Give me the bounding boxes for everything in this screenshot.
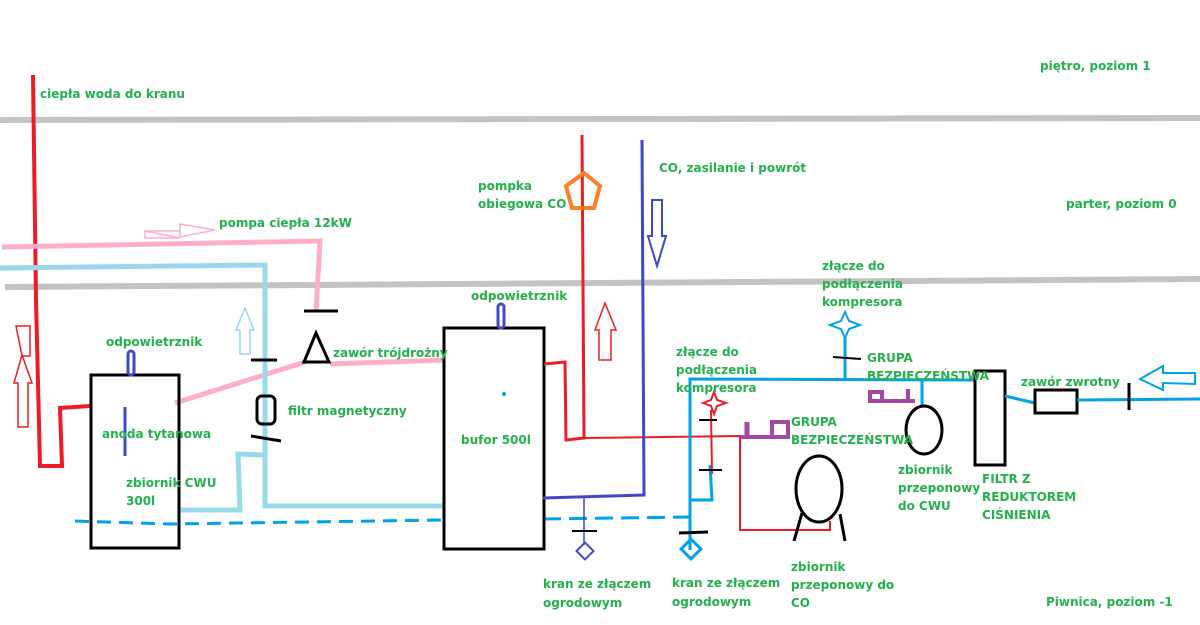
heat-pump-pipe-buffer [329,357,445,367]
label-filter-reducer-1: FILTR Z [982,472,1031,486]
hot-water-arrow [15,325,31,357]
floor-line-upper [0,115,1200,123]
expansion-co-leg-right [838,513,847,542]
label-filter-reducer-3: CIŚNIENIA [982,507,1051,522]
hot-water-up-arrow [13,352,34,428]
label-safety-mid-2: BEZPIECZEŃSTWA [791,432,914,447]
cold-branch-pipe-2 [690,464,714,502]
label-cwu-tank-1: zbiornik CWU [126,476,216,490]
floor-line-ground [4,276,1200,290]
label-filter-reducer-2: REDUKTOREM [982,490,1076,504]
label-buffer: bufor 500l [461,433,531,447]
label-anode: anoda tytanowa [102,427,211,441]
label-exp-cwu-2: przeponowy [898,481,980,495]
heat-pump-pipe-cwu [174,359,306,406]
buffer-vent-icon [496,302,506,330]
label-exp-co-1: zbiornik [791,560,847,574]
label-mag-filter: filtr magnetyczny [288,404,407,418]
label-safety-top-2: BEZPIECZEŃSTWA [867,368,990,383]
filter-reducer-icon [973,369,1007,467]
label-exp-cwu-3: do CWU [898,499,951,513]
label-co-lines: CO, zasilanie i powrót [659,161,806,175]
label-compressor-mid-1: złącze do [676,345,739,359]
label-cwu-tank-2: 300l [126,494,155,508]
label-compressor-mid-3: kompresora [676,381,756,395]
label-tap2-1: kran ze złączem [672,576,780,590]
expansion-tank-cwu-icon [904,404,944,456]
label-exp-co-3: CO [791,596,810,610]
label-pump-co-2: obiegowa CO [478,197,566,211]
compressor-connector-cwu-icon [827,309,863,341]
floor-label-ground: parter, poziom 0 [1066,197,1177,211]
cold-water-main [74,518,444,526]
co-supply-horizontal [583,434,831,531]
label-compressor-mid-2: podłączenia [676,363,757,377]
magnetic-filter-icon [255,394,277,426]
safety-group-co-icon [740,420,790,439]
cold-water-main-2 [542,515,691,521]
return-branch [180,451,266,513]
tap2-valve-tick [678,530,709,535]
label-safety-top-1: GRUPA [867,351,914,365]
buffer-tank [442,326,546,551]
heat-pump-return-pipe [0,262,443,509]
garden-tap-2-icon [678,536,704,562]
floor-label-upper: piętro, poziom 1 [1040,59,1151,73]
co-return-pipe [542,139,646,500]
label-exp-co-2: przeponowy do [791,578,894,592]
cwu-tank [89,373,181,550]
supply-arrow [1137,364,1196,392]
label-exp-cwu-1: zbiornik [898,463,954,477]
check-valve-icon [1033,388,1079,415]
cold-branch-pipe [688,377,976,550]
label-heat-pump: pompa ciepła 12kW [219,216,352,230]
tick-c [832,356,862,360]
co-supply-pipe [543,134,586,442]
label-vent-buffer: odpowietrznik [471,289,568,303]
co-up-arrow [593,300,618,361]
label-pump-co-1: pompka [478,179,532,193]
filter-tick-bottom [250,434,282,443]
label-compressor-top-3: kompresora [822,295,902,309]
safety-group-cwu-icon [868,390,915,403]
filter-to-check-pipe [1004,394,1036,405]
expansion-co-leg-left [792,512,804,542]
cwu-vent-icon [126,349,136,377]
compressor-connector-co-icon [700,389,730,417]
label-tap1-2: ogrodowym [543,596,622,610]
label-vent-cwu: odpowietrznik [106,335,203,349]
heat-pump-supply-pipe [1,238,323,313]
label-three-way-valve: zawór trójdrożny [333,346,448,360]
label-safety-mid-1: GRUPA [791,415,838,429]
supply-pipe [1076,397,1200,402]
garden-tap-1-icon [575,541,595,561]
hot-water-pipe [31,74,91,468]
label-compressor-top-1: złącze do [822,259,885,273]
co-down-arrow [646,199,668,270]
three-way-valve-icon [301,329,332,364]
label-compressor-top-2: podłączenia [822,277,903,291]
heat-pump-arrow [144,223,216,239]
label-tap2-2: ogrodowym [672,595,751,609]
floor-label-basement: Piwnica, poziom -1 [1046,595,1173,609]
circulation-pump-icon [563,170,603,210]
expansion-tank-co-icon [794,454,844,524]
label-check-valve: zawór zwrotny [1021,375,1120,389]
label-hot-tap: ciepła woda do kranu [40,87,185,101]
return-arrow [234,306,256,355]
buffer-dot [502,392,506,396]
label-tap1-1: kran ze złączem [543,577,651,591]
